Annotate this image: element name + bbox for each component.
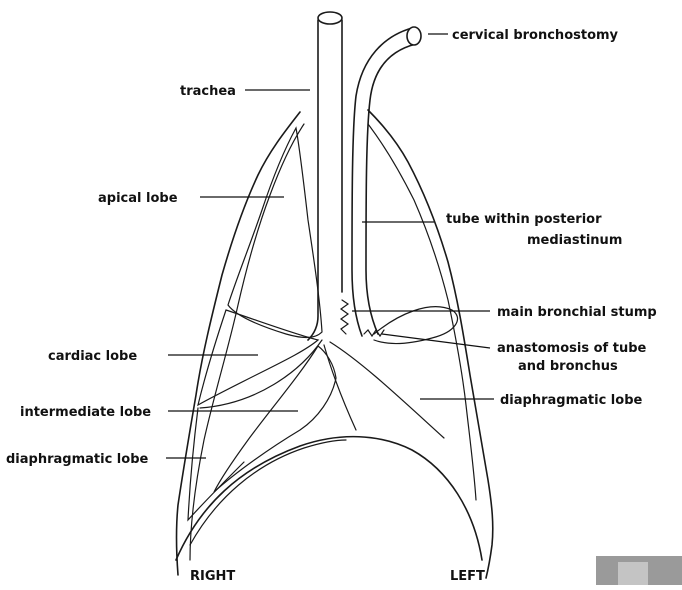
leader-anastomosis <box>382 334 490 348</box>
right-diaphragmatic-lobe-outline <box>188 408 244 520</box>
intermediate-lobe-outline <box>214 346 336 492</box>
label-anastomosis-line1: anastomosis of tube <box>497 341 647 356</box>
label-intermediate-lobe: intermediate lobe <box>20 405 151 420</box>
apical-lobe-outline <box>228 128 322 338</box>
trachea-tube <box>308 20 318 340</box>
photo-fragment-highlight <box>618 562 648 585</box>
bronchostomy-tube-outer <box>352 28 412 336</box>
bronchial-stump-suture <box>341 300 348 334</box>
label-anastomosis-line2: and bronchus <box>518 359 618 374</box>
label-cervical-bronchostomy: cervical bronchostomy <box>452 28 619 43</box>
label-main-bronchial-stump: main bronchial stump <box>497 305 657 320</box>
label-diaphragmatic-lobe-right: diaphragmatic lobe <box>6 452 148 467</box>
label-diaphragmatic-lobe-left: diaphragmatic lobe <box>500 393 642 408</box>
label-trachea: trachea <box>180 84 236 99</box>
left-lung-outline <box>368 110 493 578</box>
diaphragm-arch <box>176 437 482 560</box>
right-lung-outline <box>177 112 301 575</box>
label-right: RIGHT <box>190 569 235 584</box>
trachea-opening <box>318 12 342 24</box>
hilum-branch-left <box>330 342 444 438</box>
label-apical-lobe: apical lobe <box>98 191 178 206</box>
label-tube-line2: mediastinum <box>527 233 622 248</box>
label-tube-line1: tube within posterior <box>446 212 602 227</box>
right-lung-inner-outline <box>190 124 304 560</box>
bronchostomy-opening <box>407 27 421 45</box>
label-cardiac-lobe: cardiac lobe <box>48 349 137 364</box>
anastomosis-suture <box>364 330 384 336</box>
label-left: LEFT <box>450 569 485 584</box>
